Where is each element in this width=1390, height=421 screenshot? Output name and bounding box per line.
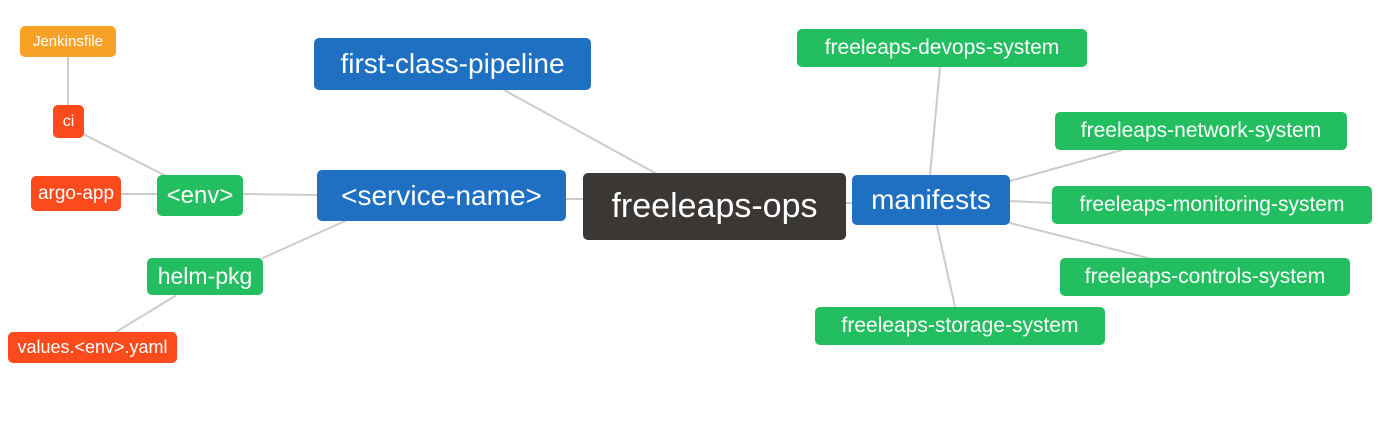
- node-freeleaps-monitoring-system[interactable]: freeleaps-monitoring-system: [1052, 186, 1372, 224]
- edge-manifests-controls-system: [1009, 222, 1149, 259]
- node-helm-pkg[interactable]: helm-pkg: [147, 258, 263, 295]
- node-jenkinsfile[interactable]: Jenkinsfile: [20, 26, 116, 57]
- node-values-env-yaml[interactable]: values.<env>.yaml: [8, 332, 177, 363]
- node-service-name[interactable]: <service-name>: [317, 170, 566, 221]
- edge-pipeline-freeleaps-ops: [503, 89, 656, 174]
- node-freeleaps-controls-system[interactable]: freeleaps-controls-system: [1060, 258, 1350, 296]
- edge-manifests-network-system: [1009, 149, 1123, 182]
- node-freeleaps-storage-system[interactable]: freeleaps-storage-system: [815, 307, 1105, 345]
- node-first-class-pipeline[interactable]: first-class-pipeline: [314, 38, 591, 90]
- node-freeleaps-network-system[interactable]: freeleaps-network-system: [1055, 112, 1347, 150]
- edge-manifests-devops-system: [929, 66, 941, 176]
- node-manifests[interactable]: manifests: [852, 175, 1010, 225]
- node-argo-app[interactable]: argo-app: [31, 176, 121, 211]
- node-ci[interactable]: ci: [53, 105, 84, 138]
- node-freeleaps-devops-system[interactable]: freeleaps-devops-system: [797, 29, 1087, 67]
- edge-ci-env: [82, 133, 169, 178]
- edge-manifests-storage-system: [936, 225, 956, 308]
- edge-helm-pkg-service-name: [262, 220, 346, 259]
- node-freeleaps-ops[interactable]: freeleaps-ops: [583, 173, 846, 240]
- edge-values-helm-pkg: [115, 295, 176, 333]
- edge-env-service-name: [242, 193, 318, 196]
- edge-manifests-monitoring-system: [1009, 200, 1053, 204]
- node-env[interactable]: <env>: [157, 175, 243, 216]
